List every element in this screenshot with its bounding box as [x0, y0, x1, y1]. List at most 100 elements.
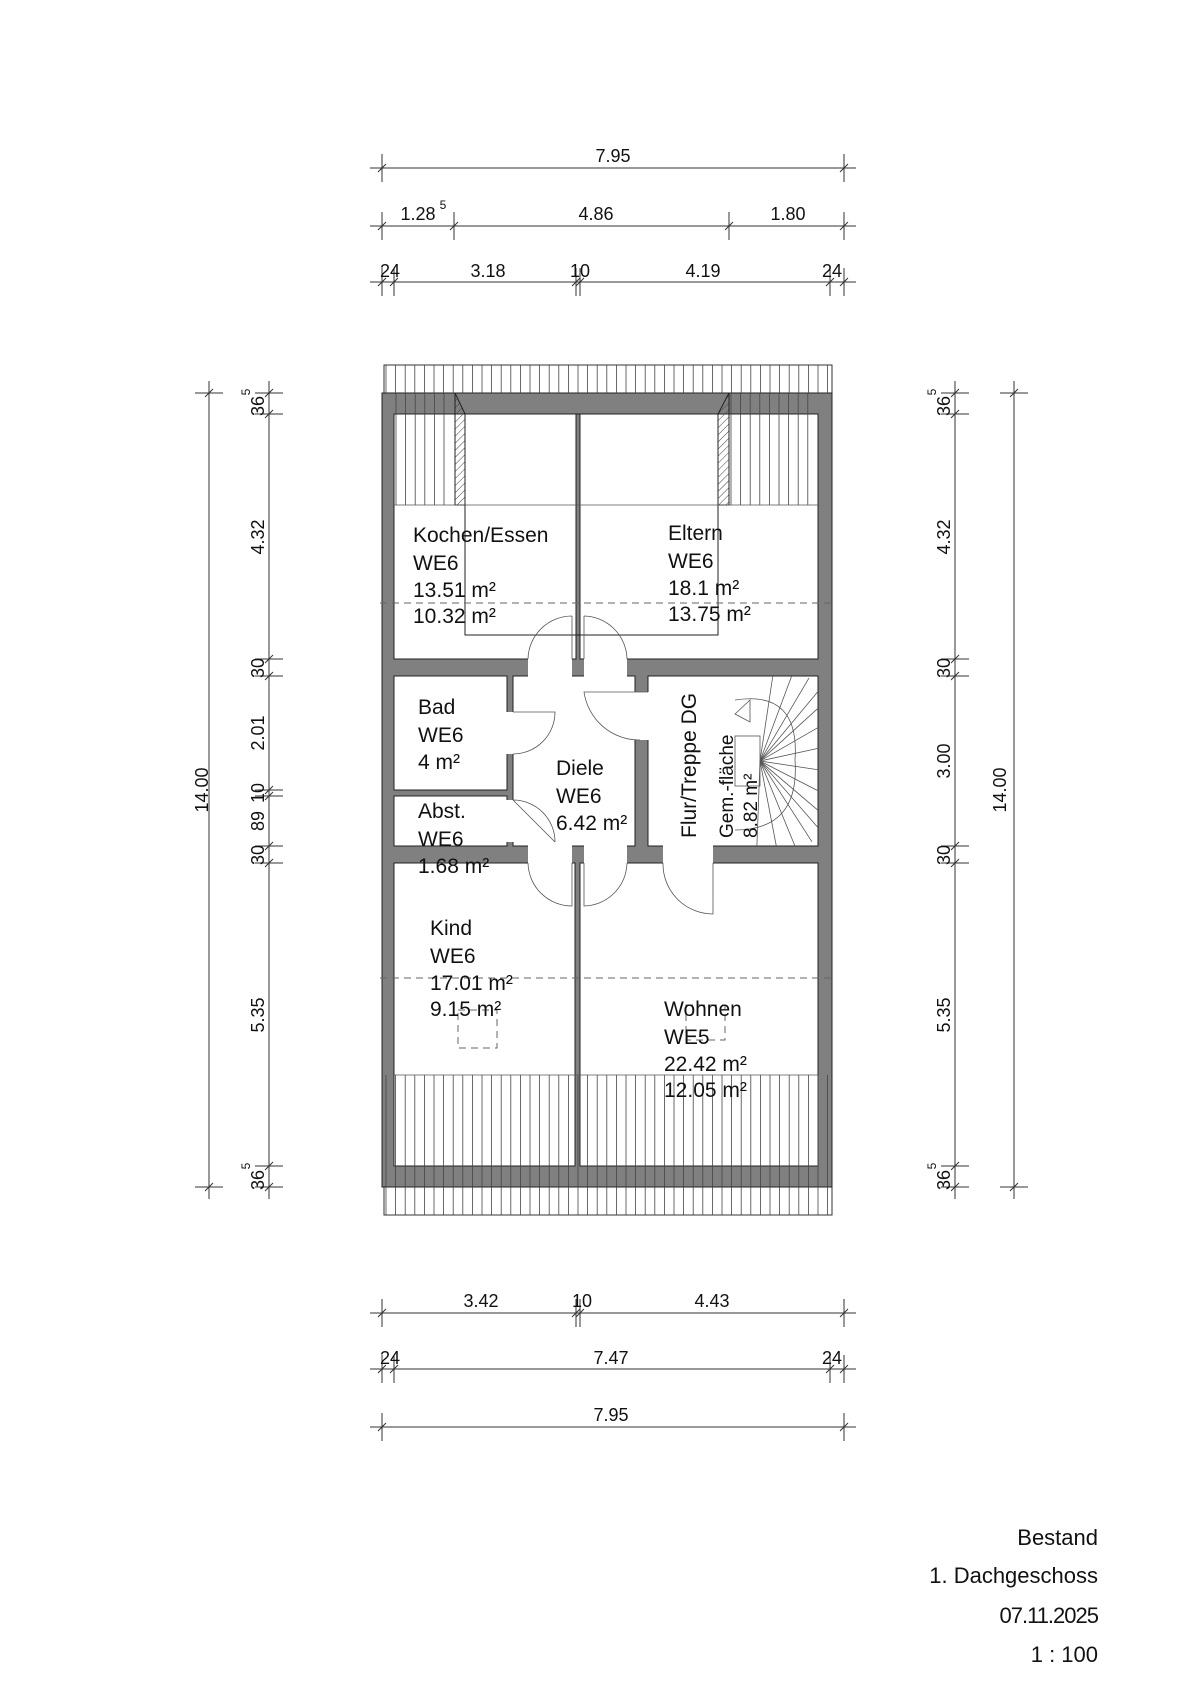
dim-label: 4.86 — [578, 204, 613, 224]
room-name: Kochen/Essen — [413, 524, 548, 547]
room-name: Bad — [418, 696, 455, 719]
dimension-lines — [195, 154, 1028, 1441]
title-block: Bestand 1. Dachgeschoss 07.11.2025 1 : 1… — [929, 1525, 1100, 1667]
roof-eave-bottom — [383, 1186, 833, 1216]
dim-label: 5 — [239, 388, 253, 395]
dormer-outline — [464, 413, 719, 636]
dim-label: 10 — [248, 783, 268, 803]
room-area-reduced: 10.32 m² — [413, 605, 496, 628]
room-area: 6.42 m² — [556, 812, 627, 835]
roof-eave-top — [383, 364, 833, 394]
dimension-labels: 7.95 1.28 5 4.86 1.80 24 3.18 10 4.19 24… — [192, 146, 1010, 1425]
dim-label: 30 — [934, 845, 954, 865]
stair-step — [759, 760, 819, 811]
dim-label: 30 — [934, 658, 954, 678]
room-area: 13.51 m² — [413, 579, 496, 602]
dim-label: 4.19 — [685, 261, 720, 281]
stair-step — [759, 675, 774, 762]
dim-label: 24 — [380, 261, 400, 281]
dim-label: 5 — [925, 388, 939, 395]
skylight-kind — [457, 1009, 498, 1049]
room-unit: WE6 — [418, 828, 464, 851]
room-area: 4 m² — [418, 751, 460, 774]
dim-label: 7.47 — [593, 1348, 628, 1368]
room-kochen — [393, 413, 577, 660]
stair-step — [759, 727, 819, 762]
room-diele — [512, 675, 636, 847]
room-name: Wohnen — [664, 998, 742, 1021]
dim-label: 2.01 — [248, 715, 268, 750]
stair-step — [759, 760, 819, 771]
dim-label: 36 — [248, 1170, 268, 1190]
stair-arrow-icon — [734, 699, 751, 723]
stair-step — [759, 760, 777, 847]
dim-label: 30 — [248, 845, 268, 865]
dim-label: 3.18 — [470, 261, 505, 281]
dormer-cheek-right — [717, 392, 730, 506]
dim-label: 4.32 — [934, 519, 954, 554]
stair-step — [759, 760, 819, 792]
dim-label: 89 — [248, 811, 268, 831]
dim-label: 36 — [934, 396, 954, 416]
stair-landing — [734, 735, 761, 787]
room-name: Kind — [430, 917, 472, 940]
plan-floor: 1. Dachgeschoss — [929, 1563, 1098, 1588]
dim-label: 5.35 — [934, 997, 954, 1032]
room-name: Flur/Treppe DG — [678, 693, 701, 838]
room-unit: WE6 — [418, 724, 464, 747]
stair-step — [759, 675, 793, 762]
dim-label: 3.00 — [934, 743, 954, 778]
stair-step — [759, 760, 819, 828]
dim-label: 36 — [248, 396, 268, 416]
dim-label: 10 — [572, 1291, 592, 1311]
door-swings — [512, 615, 714, 915]
dim-label: 14.00 — [990, 767, 1010, 812]
room-area: 8.82 m² — [741, 774, 762, 838]
dim-label: 4.43 — [694, 1291, 729, 1311]
room-area-reduced: 13.75 m² — [668, 603, 751, 626]
stair-step — [759, 760, 813, 843]
plan-date: 07.11.2025 — [1000, 1603, 1099, 1628]
roof-tile-hatching — [385, 365, 828, 1215]
room-unit: WE6 — [668, 550, 714, 573]
stair-step — [759, 747, 819, 762]
dim-label: 1.80 — [770, 204, 805, 224]
stair-step — [759, 691, 819, 762]
room-unit: WE6 — [413, 552, 459, 575]
room-name: Diele — [556, 757, 604, 780]
stair-step — [756, 760, 761, 847]
door-openings — [506, 658, 713, 864]
dim-label: 30 — [248, 658, 268, 678]
dim-label: 24 — [822, 1348, 842, 1368]
room-name: Abst. — [418, 800, 466, 823]
room-area-reduced: 12.05 m² — [664, 1079, 747, 1102]
dim-label: 3.42 — [463, 1291, 498, 1311]
dim-label: 7.95 — [595, 146, 630, 166]
room-unit: WE5 — [664, 1026, 710, 1049]
dim-label: 4.32 — [248, 519, 268, 554]
room-unit: WE6 — [556, 785, 602, 808]
plan-scale: 1 : 100 — [1031, 1642, 1098, 1667]
room-wohnen — [579, 862, 819, 1167]
room-bad — [393, 675, 508, 791]
dim-label: 5 — [925, 1162, 939, 1169]
dim-label: 5 — [239, 1162, 253, 1169]
dormer-cheek-left — [454, 392, 466, 506]
dim-label: 10 — [570, 261, 590, 281]
plan-status: Bestand — [1017, 1525, 1098, 1550]
dim-label: 1.28 — [400, 204, 435, 224]
room-area: 1.68 m² — [418, 855, 489, 878]
stair-step — [759, 708, 819, 762]
stair-step — [759, 760, 796, 847]
room-flur — [647, 675, 819, 847]
room-area: 17.01 m² — [430, 972, 513, 995]
dim-label-superscript: 5 — [440, 198, 447, 212]
dim-label: 5.35 — [248, 997, 268, 1032]
dim-label: 24 — [380, 1348, 400, 1368]
vertical-dimension-labels: 364.32302.011089305.353655364.32303.0030… — [239, 388, 954, 1190]
room-unit: Gem.-fläche — [717, 735, 738, 838]
staircase — [734, 675, 819, 847]
dim-label: 24 — [822, 261, 842, 281]
